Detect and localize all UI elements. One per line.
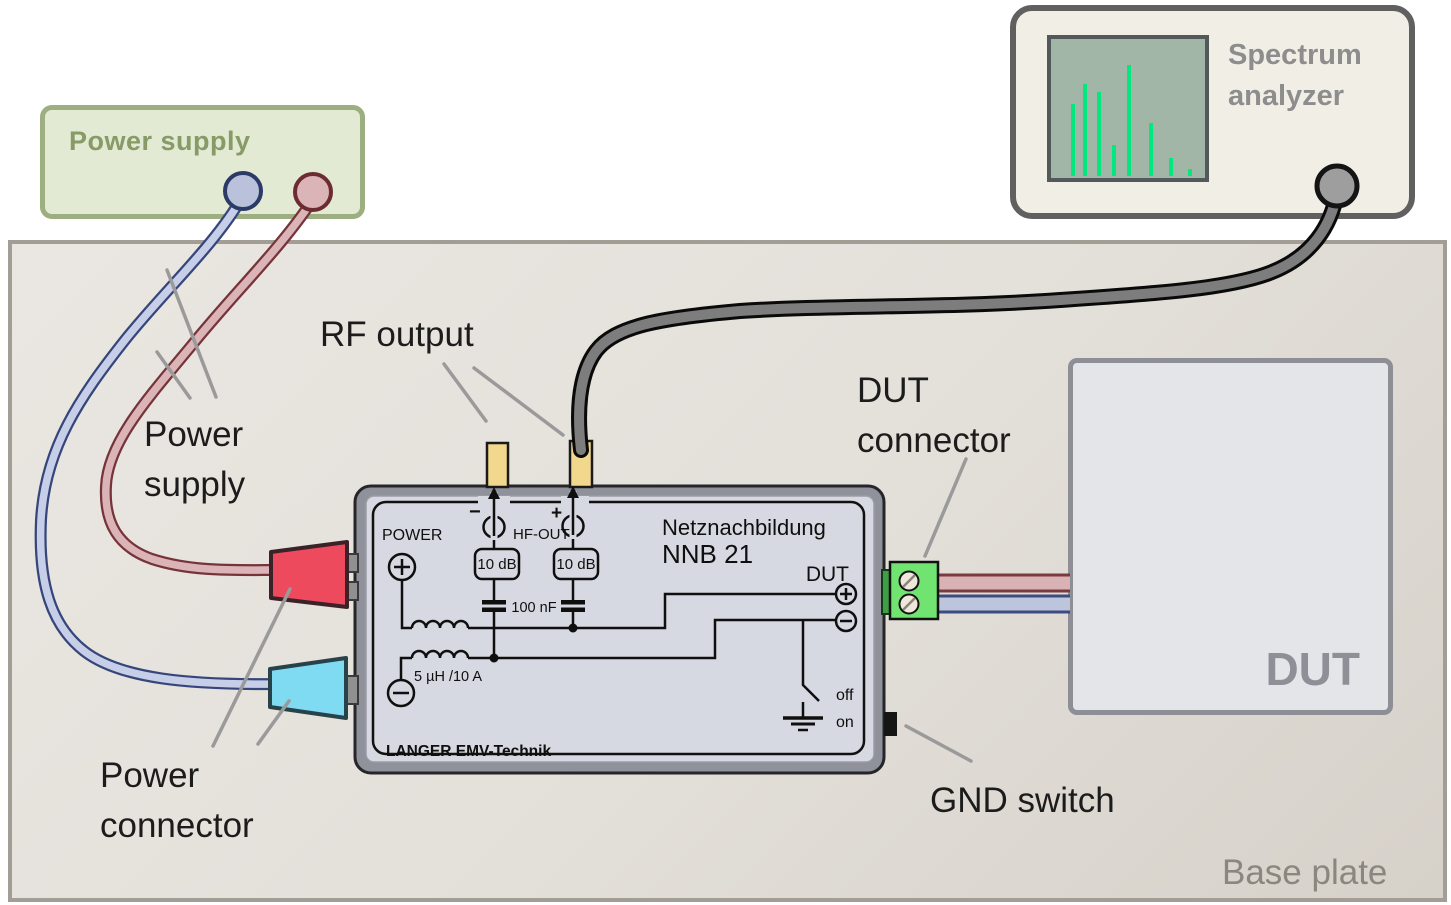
panel-minus-label: −	[469, 501, 481, 523]
spectrum-bar	[1096, 92, 1101, 176]
spectrum-bar	[1071, 104, 1075, 176]
switch-off-label: off	[836, 687, 854, 704]
junction-dot	[568, 623, 578, 633]
red-power-wire	[99, 192, 320, 577]
spectrum-bar	[1168, 158, 1173, 176]
coax-cable	[571, 185, 1345, 458]
leader-gnd-switch	[904, 724, 973, 763]
dut-box-label: DUT	[1265, 643, 1360, 695]
power-supply-box: Power supply	[40, 105, 365, 219]
power-terminals	[386, 552, 417, 708]
spectrum-bar	[1126, 65, 1131, 176]
inductor-lower	[410, 649, 470, 659]
rf-output-label: RF output	[320, 315, 474, 354]
product-model: NNB 21	[662, 539, 753, 569]
leader-rf-right	[472, 366, 565, 437]
blue-banana-plug	[223, 171, 263, 211]
dut-wires	[920, 573, 1070, 614]
leader-dut-connector	[923, 457, 968, 558]
panel-hfout-label: HF-OUT	[513, 526, 570, 543]
brand-label: LANGER EMV-Technik	[386, 743, 551, 760]
power-supply-wires-label: Power supply	[144, 415, 246, 504]
red-power-connector	[269, 540, 349, 609]
rf-output-connector-left	[485, 441, 510, 489]
spectrum-bar	[1083, 84, 1087, 176]
gnd-switch-blade	[801, 620, 820, 702]
inductance-label: 5 µH /10 A	[414, 669, 482, 685]
spectrum-bar	[1111, 144, 1116, 176]
leader-lines	[155, 268, 973, 763]
spectrum-analyzer-screen	[1047, 35, 1209, 182]
power-connector-label: Power connector	[100, 756, 254, 845]
dut-connector-label: DUT connector	[857, 371, 1011, 460]
attenuator-left-label: 10 dB	[477, 556, 516, 573]
dut-terminals	[834, 582, 858, 633]
attenuator-right-label: 10 dB	[556, 556, 595, 573]
dut-box: DUT	[1068, 358, 1393, 715]
junction-dot	[489, 653, 499, 663]
spectrum-bars	[1053, 41, 1203, 176]
spectrum-analyzer: Spectrum analyzer	[1010, 5, 1415, 219]
capacitance-label: 100 nF	[511, 600, 556, 616]
analyzer-rf-input-connector	[1314, 163, 1360, 209]
inductor-upper	[410, 619, 470, 629]
power-supply-box-label: Power supply	[69, 126, 251, 156]
panel-plus-label: +	[551, 503, 562, 524]
attenuators: 10 dB 10 dB	[473, 547, 600, 581]
leader-ps-red	[155, 350, 192, 400]
leader-pc-blue	[256, 699, 291, 746]
leader-pc-red	[211, 587, 292, 748]
spectrum-analyzer-label: Spectrum analyzer	[1228, 39, 1362, 112]
terminal-screws	[898, 570, 920, 615]
product-name: Netznachbildung	[662, 515, 826, 540]
blue-power-wire	[34, 190, 284, 691]
spectrum-bar	[1188, 169, 1192, 176]
circuit-schematic	[399, 536, 836, 732]
switch-on-label: on	[836, 714, 854, 731]
capacitors	[482, 600, 585, 612]
leader-ps-blue	[165, 268, 218, 399]
gnd-switch-nub	[884, 712, 897, 736]
red-banana-plug	[293, 172, 333, 212]
panel-dut-label: DUT	[806, 563, 849, 586]
spectrum-bar	[1149, 123, 1153, 176]
panel-power-label: POWER	[382, 527, 442, 544]
base-plate-label: Base plate	[1222, 853, 1388, 892]
gnd-switch-label: GND switch	[930, 781, 1115, 820]
hf-out-symbols	[482, 486, 585, 540]
leader-rf-left	[442, 362, 488, 423]
